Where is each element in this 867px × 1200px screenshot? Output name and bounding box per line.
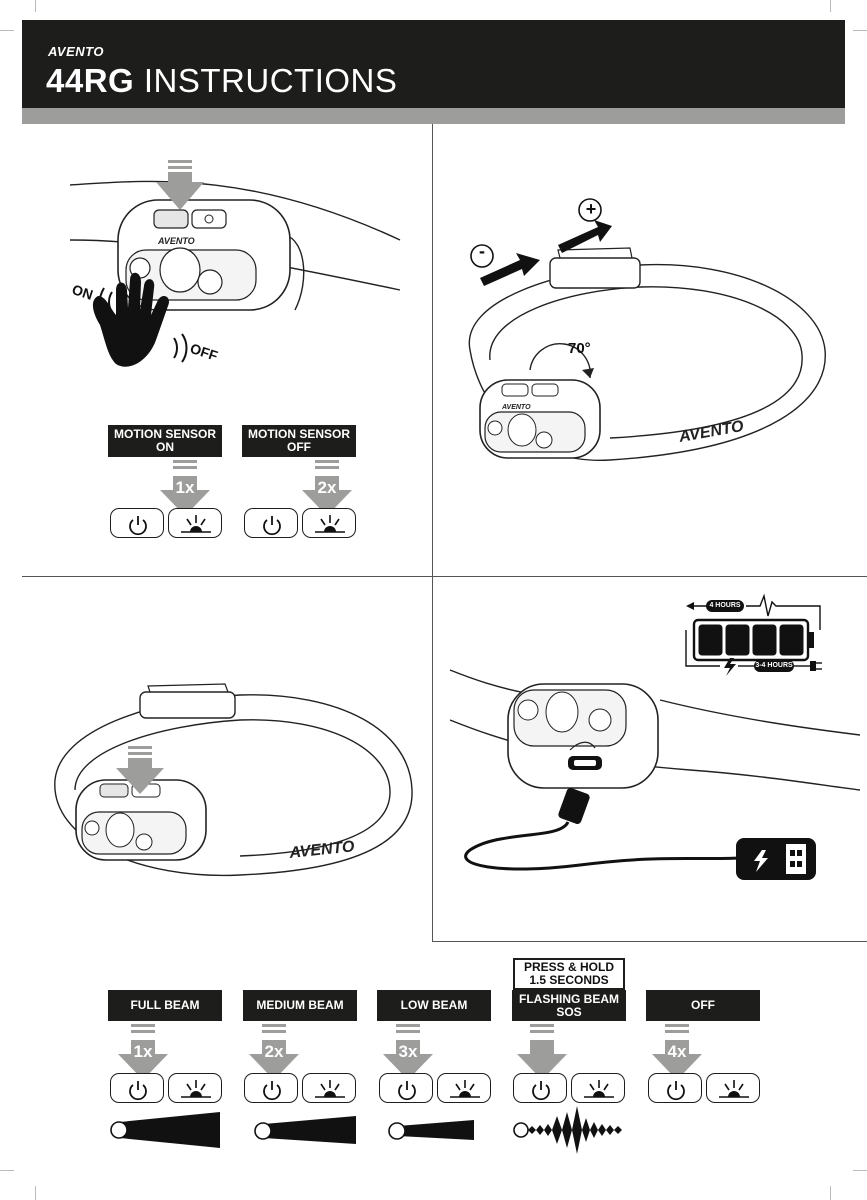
label-line: FULL BEAM xyxy=(130,998,200,1012)
button-pair xyxy=(379,1073,491,1103)
mode-label-off: OFF xyxy=(646,990,760,1021)
headlamp-strap-illustration: AVENTO AVENTO xyxy=(468,198,826,461)
mode-label-full-beam: FULL BEAM xyxy=(108,990,222,1021)
headlamp-motion-illustration: AVENTO xyxy=(69,160,401,367)
button-pair xyxy=(110,508,222,538)
battery-diagram xyxy=(685,593,822,676)
crop-mark xyxy=(0,1170,14,1171)
press-count: 1x xyxy=(175,478,195,497)
sensor-button[interactable] xyxy=(706,1073,760,1103)
usb-charging-illustration xyxy=(449,669,860,880)
press-count: 4x xyxy=(667,1042,687,1061)
divider-horizontal-charge xyxy=(432,941,867,942)
mode-label-low-beam: LOW BEAM xyxy=(377,990,491,1021)
power-button[interactable] xyxy=(110,1073,164,1103)
label-line: 1.5 SECONDS xyxy=(529,973,609,987)
press-count: 2x xyxy=(317,478,337,497)
svg-text:AVENTO: AVENTO xyxy=(501,404,531,411)
mode-label-flashing-sos: FLASHING BEAM SOS xyxy=(512,990,626,1021)
crop-mark xyxy=(830,0,831,12)
label-line: SOS xyxy=(556,1004,582,1019)
page-title: 44RG INSTRUCTIONS xyxy=(46,62,397,100)
crop-mark xyxy=(853,1170,867,1171)
motion-sensor-on-label: MOTION SENSOR ON xyxy=(108,425,222,457)
label-line: PRESS & HOLD xyxy=(523,960,614,974)
sos-flashing-icon xyxy=(513,1106,622,1154)
svg-text:AVENTO: AVENTO xyxy=(157,236,195,246)
power-button[interactable] xyxy=(513,1073,567,1103)
battery-cell xyxy=(698,624,723,656)
crop-mark xyxy=(830,1186,831,1200)
label-line: LOW BEAM xyxy=(400,998,468,1012)
label-line: OFF xyxy=(691,998,715,1012)
sensor-button[interactable] xyxy=(168,508,222,538)
label-line: ON xyxy=(156,440,174,454)
brand-logo: AVENTO xyxy=(48,44,104,59)
label-line: MEDIUM BEAM xyxy=(256,998,344,1012)
title-word: INSTRUCTIONS xyxy=(143,62,398,99)
sensor-button[interactable] xyxy=(302,1073,356,1103)
runtime-label: 4 HOURS xyxy=(709,602,741,609)
battery-cell xyxy=(725,624,750,656)
press-hold-label: PRESS & HOLD 1.5 SECONDS xyxy=(513,958,625,990)
svg-text:AVENTO: AVENTO xyxy=(677,418,746,446)
label-line: OFF xyxy=(287,440,311,454)
button-pair xyxy=(513,1073,625,1103)
power-button[interactable] xyxy=(110,508,164,538)
battery-cell xyxy=(752,624,777,656)
power-button[interactable] xyxy=(648,1073,702,1103)
press-count: 2x xyxy=(264,1042,284,1061)
tilt-angle-label: 70° xyxy=(568,340,591,357)
label-line: MOTION SENSOR xyxy=(247,427,350,441)
power-button[interactable] xyxy=(379,1073,433,1103)
strap-lengthen-label: + xyxy=(585,199,597,219)
button-pair xyxy=(244,1073,356,1103)
divider-vertical-bottom xyxy=(432,577,433,942)
charge-time-label: 3-4 HOURS xyxy=(755,662,793,669)
mode-label-medium-beam: MEDIUM BEAM xyxy=(243,990,357,1021)
power-button[interactable] xyxy=(244,1073,298,1103)
motion-sensor-off-label: MOTION SENSOR OFF xyxy=(242,425,356,457)
button-pair xyxy=(110,1073,222,1103)
crop-mark xyxy=(0,30,14,31)
full-beam-icon xyxy=(110,1112,220,1148)
label-line: FLASHING BEAM xyxy=(519,991,619,1006)
label-line: MOTION SENSOR xyxy=(113,427,216,441)
sensor-button[interactable] xyxy=(168,1073,222,1103)
divider-horizontal xyxy=(22,576,867,577)
press-count: 3x xyxy=(398,1042,418,1061)
crop-mark xyxy=(35,0,36,12)
divider-vertical-top xyxy=(432,124,433,577)
sensor-button[interactable] xyxy=(571,1073,625,1103)
press-count: 1x xyxy=(133,1042,153,1061)
strap-shorten-label: - xyxy=(479,241,485,261)
battery-cell xyxy=(779,624,804,656)
svg-text:AVENTO: AVENTO xyxy=(288,838,356,862)
low-beam-icon xyxy=(388,1120,474,1140)
header-bar xyxy=(22,20,845,108)
header-strip xyxy=(22,108,845,124)
medium-beam-icon xyxy=(254,1116,356,1144)
crop-mark xyxy=(853,30,867,31)
sensor-button[interactable] xyxy=(302,508,356,538)
model-number: 44RG xyxy=(46,62,135,99)
crop-mark xyxy=(35,1186,36,1200)
sensor-button[interactable] xyxy=(437,1073,491,1103)
power-button[interactable] xyxy=(244,508,298,538)
headlamp-press-illustration: AVENTO xyxy=(54,683,413,877)
button-pair xyxy=(244,508,356,538)
button-pair xyxy=(648,1073,760,1103)
